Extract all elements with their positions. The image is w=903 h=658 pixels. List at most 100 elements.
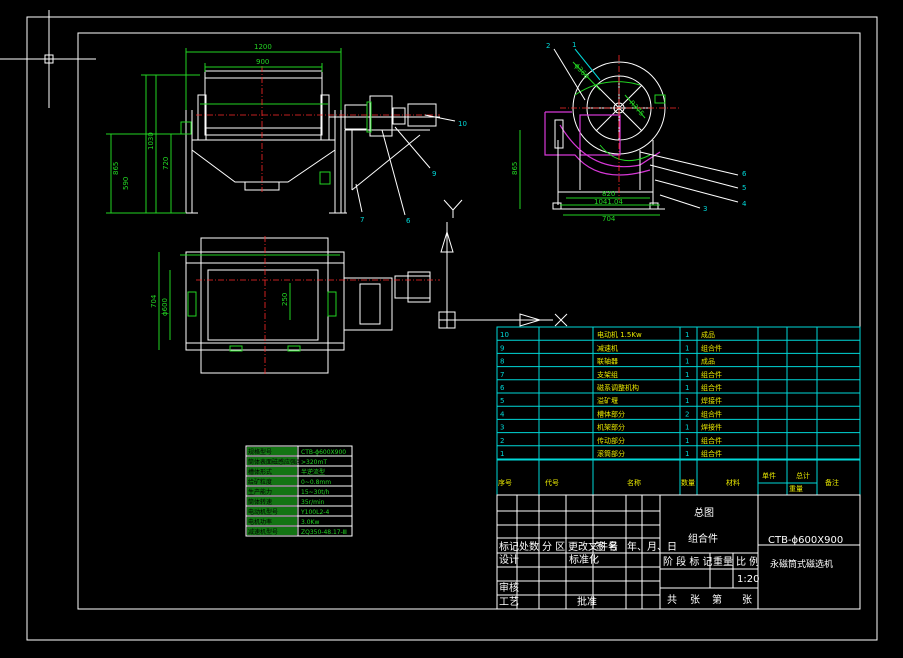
dim-side-820: 820 xyxy=(602,190,615,198)
parts-header-qty: 数量 xyxy=(681,478,695,487)
callout-6-side: 6 xyxy=(742,170,747,178)
parts-row-qty: 1 xyxy=(685,384,689,392)
parts-header-code: 代号 xyxy=(545,478,559,487)
plan-view xyxy=(180,236,440,374)
crosshair-cursor xyxy=(0,10,96,108)
spec-value: >320mT xyxy=(301,459,327,466)
spec-key-fill xyxy=(247,457,297,465)
parts-row-note: 组合件 xyxy=(701,409,722,418)
spec-key: 生产能力 xyxy=(248,488,272,496)
tb-approve: 批准 xyxy=(577,595,597,608)
parts-row-qty: 1 xyxy=(685,331,689,339)
dim-front-1200: 1200 xyxy=(254,43,272,51)
parts-row-note: 组合件 xyxy=(701,383,722,392)
spec-key: 筒体转速 xyxy=(248,498,272,506)
spec-key: 规格型号 xyxy=(248,448,272,456)
dim-front-1030: 1030 xyxy=(147,132,155,150)
parts-header-total: 总计 xyxy=(796,471,810,480)
parts-row-qty: 1 xyxy=(685,397,689,405)
spec-key-fill xyxy=(247,527,297,535)
spec-key-fill xyxy=(247,497,297,505)
parts-row-note: 组合件 xyxy=(701,370,722,379)
title-model: CTB-ϕ600X900 xyxy=(768,535,843,546)
dim-plan-dia600: ϕ600 xyxy=(161,298,169,316)
callout-1: 1 xyxy=(572,41,576,49)
spec-value: ZQ350-48.17-Ⅲ xyxy=(301,529,347,536)
callout-9: 9 xyxy=(432,170,436,178)
parts-row-no: 2 xyxy=(500,437,504,445)
parts-row-name: 溢矿堰 xyxy=(597,396,618,405)
tb-scale: 比 例 xyxy=(736,555,759,568)
parts-row-no: 9 xyxy=(500,344,504,352)
title-product-name: 永磁筒式磁选机 xyxy=(770,558,833,570)
tb-total-sheets: 共 xyxy=(667,594,677,606)
parts-row-name: 槽体部分 xyxy=(597,409,625,418)
parts-row-qty: 1 xyxy=(685,437,689,445)
parts-row-name: 滚筒部分 xyxy=(597,449,625,458)
tb-signature: 签 名 xyxy=(595,540,618,553)
title-drawing-2: 组合件 xyxy=(688,532,718,545)
tb-scale-value: 1:20 xyxy=(737,574,759,585)
spec-key-fill xyxy=(247,477,297,485)
spec-value: 0~0.8mm xyxy=(301,479,331,486)
outer-frame xyxy=(26,16,878,641)
tb-date: 年、月、日 xyxy=(627,540,677,553)
parts-row-no: 4 xyxy=(500,410,505,418)
parts-row-note: 焊接件 xyxy=(701,396,722,405)
front-view xyxy=(180,66,440,214)
parts-row-qty: 2 xyxy=(685,410,689,418)
parts-header-weight: 重量 xyxy=(789,485,803,493)
tb-zone: 分 区 xyxy=(542,541,565,553)
spec-key: 减速机型号 xyxy=(248,528,278,536)
parts-row-no: 5 xyxy=(500,397,504,405)
spec-key: 电机功率 xyxy=(248,518,272,526)
spec-value: 35r/min xyxy=(301,499,325,506)
spec-key-fill xyxy=(247,487,297,495)
parts-row-qty: 1 xyxy=(685,371,689,379)
spec-key-fill xyxy=(247,447,297,455)
parts-header-name: 名称 xyxy=(627,478,641,487)
spec-value: CTB-ϕ600X900 xyxy=(301,449,346,456)
dim-front-590: 590 xyxy=(122,177,130,190)
parts-row-no: 1 xyxy=(500,450,504,458)
spec-key: 电动机型号 xyxy=(248,508,278,516)
title-block xyxy=(496,494,861,610)
tb-review: 审核 xyxy=(499,581,519,594)
tb-count: 处数 xyxy=(519,540,539,553)
callout-7: 7 xyxy=(360,216,364,224)
spec-table-border xyxy=(245,445,353,537)
spec-key: 筒体表面磁感应强度 xyxy=(248,458,302,466)
spec-value: 15~30t/h xyxy=(301,489,330,496)
parts-row-note: 组合件 xyxy=(701,343,722,352)
parts-row-note: 成品 xyxy=(701,330,715,339)
parts-row-no: 7 xyxy=(500,371,504,379)
side-dimensions xyxy=(519,61,665,216)
title-drawing-1: 总图 xyxy=(694,506,714,519)
parts-row-qty: 1 xyxy=(685,358,689,366)
tb-standardize: 标准化 xyxy=(569,553,599,566)
tb-sheet-no: 第 xyxy=(712,593,722,606)
spec-key-fill xyxy=(247,467,297,475)
parts-row-name: 支架组 xyxy=(597,370,618,379)
front-dimensions xyxy=(106,48,342,214)
dim-side-1041: 1041.04 xyxy=(594,198,623,206)
callout-3: 3 xyxy=(703,205,707,213)
dim-plan-704: 704 xyxy=(150,294,158,308)
parts-row-qty: 1 xyxy=(685,344,689,352)
axis-x-label: X xyxy=(560,322,561,324)
spec-value: 3.0Kw xyxy=(301,519,319,526)
tb-sheet-unit-2: 张 xyxy=(742,594,752,606)
front-leaders xyxy=(355,114,456,216)
parts-row-no: 3 xyxy=(500,424,504,432)
spec-key-fill xyxy=(247,507,297,515)
parts-header-single: 单件 xyxy=(762,471,776,480)
tb-sheet-unit-1: 张 xyxy=(690,594,700,606)
plan-dimensions xyxy=(158,252,291,350)
callout-10: 10 xyxy=(458,120,467,128)
spec-value: Y100L2-4 xyxy=(300,509,329,516)
parts-row-name: 联轴器 xyxy=(597,357,618,366)
inner-frame xyxy=(77,32,861,610)
callout-6-front: 6 xyxy=(406,217,411,225)
